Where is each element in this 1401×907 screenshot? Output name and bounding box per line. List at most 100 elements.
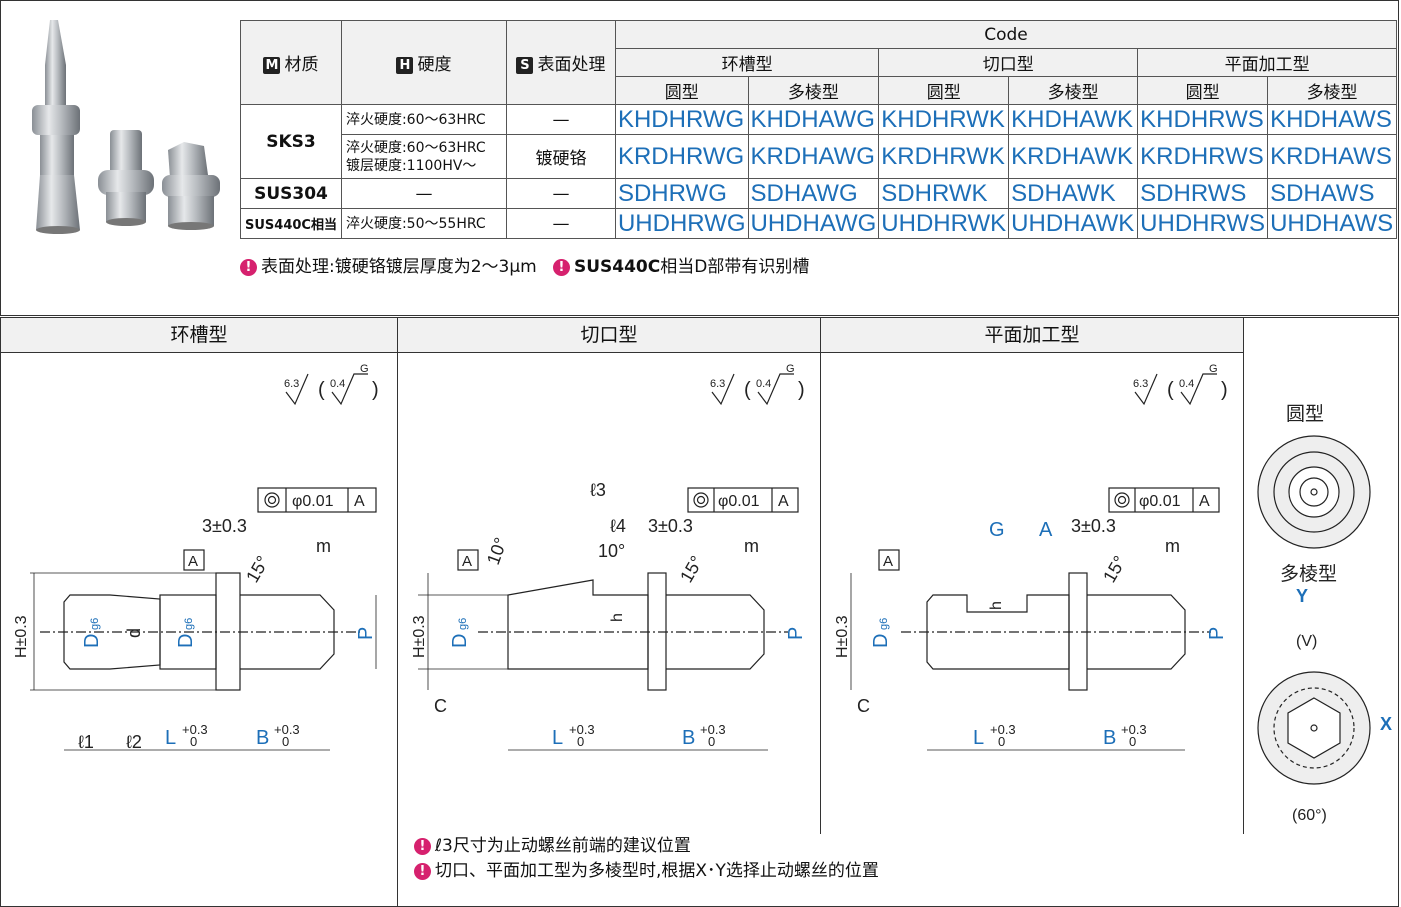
code-cell[interactable]: KRDHAWS	[1267, 134, 1398, 179]
svg-text:m: m	[1165, 536, 1180, 556]
code-cell[interactable]: KHDHAWG	[747, 104, 880, 135]
code-cell[interactable]: KRDHAWK	[1008, 134, 1139, 179]
code-cell[interactable]: KRDHAWG	[747, 134, 880, 179]
material-cell: SUS304	[240, 178, 342, 209]
svg-text:0: 0	[190, 734, 197, 749]
note-line: !ℓ3尺寸为止动螺丝前端的建议位置	[414, 834, 879, 859]
svg-text:D: D	[449, 634, 471, 648]
svg-text:0: 0	[998, 734, 1005, 749]
svg-text:A: A	[188, 553, 198, 570]
roughness-b: 0.4	[330, 378, 345, 390]
code-cell[interactable]: KHDHAWS	[1267, 104, 1398, 135]
svg-text:): )	[372, 379, 379, 401]
svg-text:+0.3: +0.3	[182, 722, 208, 737]
group-cut: 切口型	[878, 48, 1139, 77]
svg-text:(V): (V)	[1296, 633, 1317, 650]
svg-text:A: A	[778, 493, 789, 510]
end-view-poly-label: 多棱型	[1280, 563, 1337, 585]
svg-text:G: G	[786, 363, 795, 375]
surface-cell: 镀硬铬	[505, 134, 616, 179]
roughness-g: G	[360, 363, 369, 375]
top-frame	[0, 0, 1399, 316]
panel-title-cut: 切口型	[398, 318, 820, 353]
svg-text:B: B	[682, 727, 695, 749]
subtype: 多棱型	[1008, 76, 1139, 105]
svg-text:0: 0	[1129, 734, 1136, 749]
hardness-cell: 淬火硬度:60～63HRC	[340, 104, 507, 135]
svg-text:L: L	[552, 727, 563, 749]
dim-g6: g6	[183, 618, 195, 630]
code-header: Code	[614, 20, 1398, 49]
svg-text:15°: 15°	[676, 552, 707, 586]
code-cell[interactable]: SDHAWK	[1008, 178, 1139, 209]
code-cell[interactable]: KHDHAWK	[1008, 104, 1139, 135]
material-cell: SKS3	[240, 104, 342, 179]
svg-text:+0.3: +0.3	[1121, 722, 1147, 737]
svg-text:0.4: 0.4	[756, 378, 771, 390]
axis-x: X	[1380, 714, 1392, 734]
datum-label: A	[354, 493, 365, 510]
hardness-cell: —	[340, 178, 507, 209]
svg-text:A: A	[883, 553, 893, 570]
material-cell: SUS440C相当	[240, 208, 342, 239]
subtype: 多棱型	[1267, 76, 1398, 105]
panel-title-flat: 平面加工型	[821, 318, 1243, 353]
drawing-groove: 6.3 ( 0.4 G ) φ0.01 A H±0.3 D g6 d D g6 …	[13, 363, 379, 752]
svg-text:A: A	[1199, 493, 1210, 510]
dim-D: D	[81, 634, 103, 648]
code-cell[interactable]: KRDHRWG	[614, 134, 749, 179]
bottom-notes: !ℓ3尺寸为止动螺丝前端的建议位置 !切口、平面加工型为多棱型时,根据X･Y选择…	[414, 834, 879, 884]
note-icon: !	[240, 258, 257, 276]
svg-text:0: 0	[708, 734, 715, 749]
code-cell[interactable]: KHDHRWG	[614, 104, 749, 135]
subtype: 多棱型	[747, 76, 880, 105]
svg-text:h: h	[988, 601, 1005, 610]
code-cell[interactable]: SDHAWS	[1267, 178, 1398, 209]
code-cell[interactable]: SDHRWS	[1137, 178, 1269, 209]
svg-text:P: P	[1206, 627, 1228, 640]
code-cell[interactable]: UHDHRWG	[614, 208, 749, 239]
svg-text:0: 0	[577, 734, 584, 749]
surface-cell: —	[505, 178, 616, 209]
code-cell[interactable]: UHDHRWK	[878, 208, 1010, 239]
svg-text:+0.3: +0.3	[700, 722, 726, 737]
code-cell[interactable]: KRDHRWS	[1137, 134, 1269, 179]
dim-l3: ℓ3	[590, 480, 606, 500]
code-cell[interactable]: UHDHRWS	[1137, 208, 1269, 239]
code-cell[interactable]: SDHRWK	[878, 178, 1010, 209]
dim-g6: g6	[89, 618, 101, 630]
svg-text:(: (	[318, 379, 325, 401]
drawing-cut: 6.3 ( 0.4 G ) φ0.01 A H±0.3 D g6 h P 10°…	[411, 363, 807, 751]
code-cell[interactable]: SDHAWG	[747, 178, 880, 209]
dim-h: h	[609, 613, 626, 622]
code-cell[interactable]: UHDHAWS	[1267, 208, 1398, 239]
svg-text:+0.3: +0.3	[990, 722, 1016, 737]
svg-text:0: 0	[282, 734, 289, 749]
top-notes: !表面处理:镀硬铬镀层厚度为2～3μm !SUS440C相当D部带有识别槽	[240, 252, 809, 277]
code-cell[interactable]: UHDHAWG	[747, 208, 880, 239]
code-cell[interactable]: KRDHRWK	[878, 134, 1010, 179]
dim-H: H±0.3	[13, 615, 30, 658]
subtype: 圆型	[614, 76, 749, 105]
subtype: 圆型	[878, 76, 1010, 105]
divider	[397, 318, 398, 907]
svg-text:(: (	[744, 379, 751, 401]
svg-text:φ0.01: φ0.01	[1139, 493, 1181, 510]
surface-cell: —	[505, 208, 616, 239]
svg-text:10°: 10°	[598, 541, 625, 561]
code-cell[interactable]: KHDHRWS	[1137, 104, 1269, 135]
dim-A: A	[1039, 519, 1053, 541]
svg-text:B: B	[1103, 727, 1116, 749]
svg-text:): )	[798, 379, 805, 401]
product-photo	[32, 20, 220, 234]
dim-B: B	[256, 727, 269, 749]
dim-P: P	[355, 627, 377, 640]
code-cell[interactable]: KHDHRWK	[878, 104, 1010, 135]
group-flat: 平面加工型	[1137, 48, 1398, 77]
code-cell[interactable]: SDHRWG	[614, 178, 749, 209]
code-cell[interactable]: UHDHAWK	[1008, 208, 1139, 239]
